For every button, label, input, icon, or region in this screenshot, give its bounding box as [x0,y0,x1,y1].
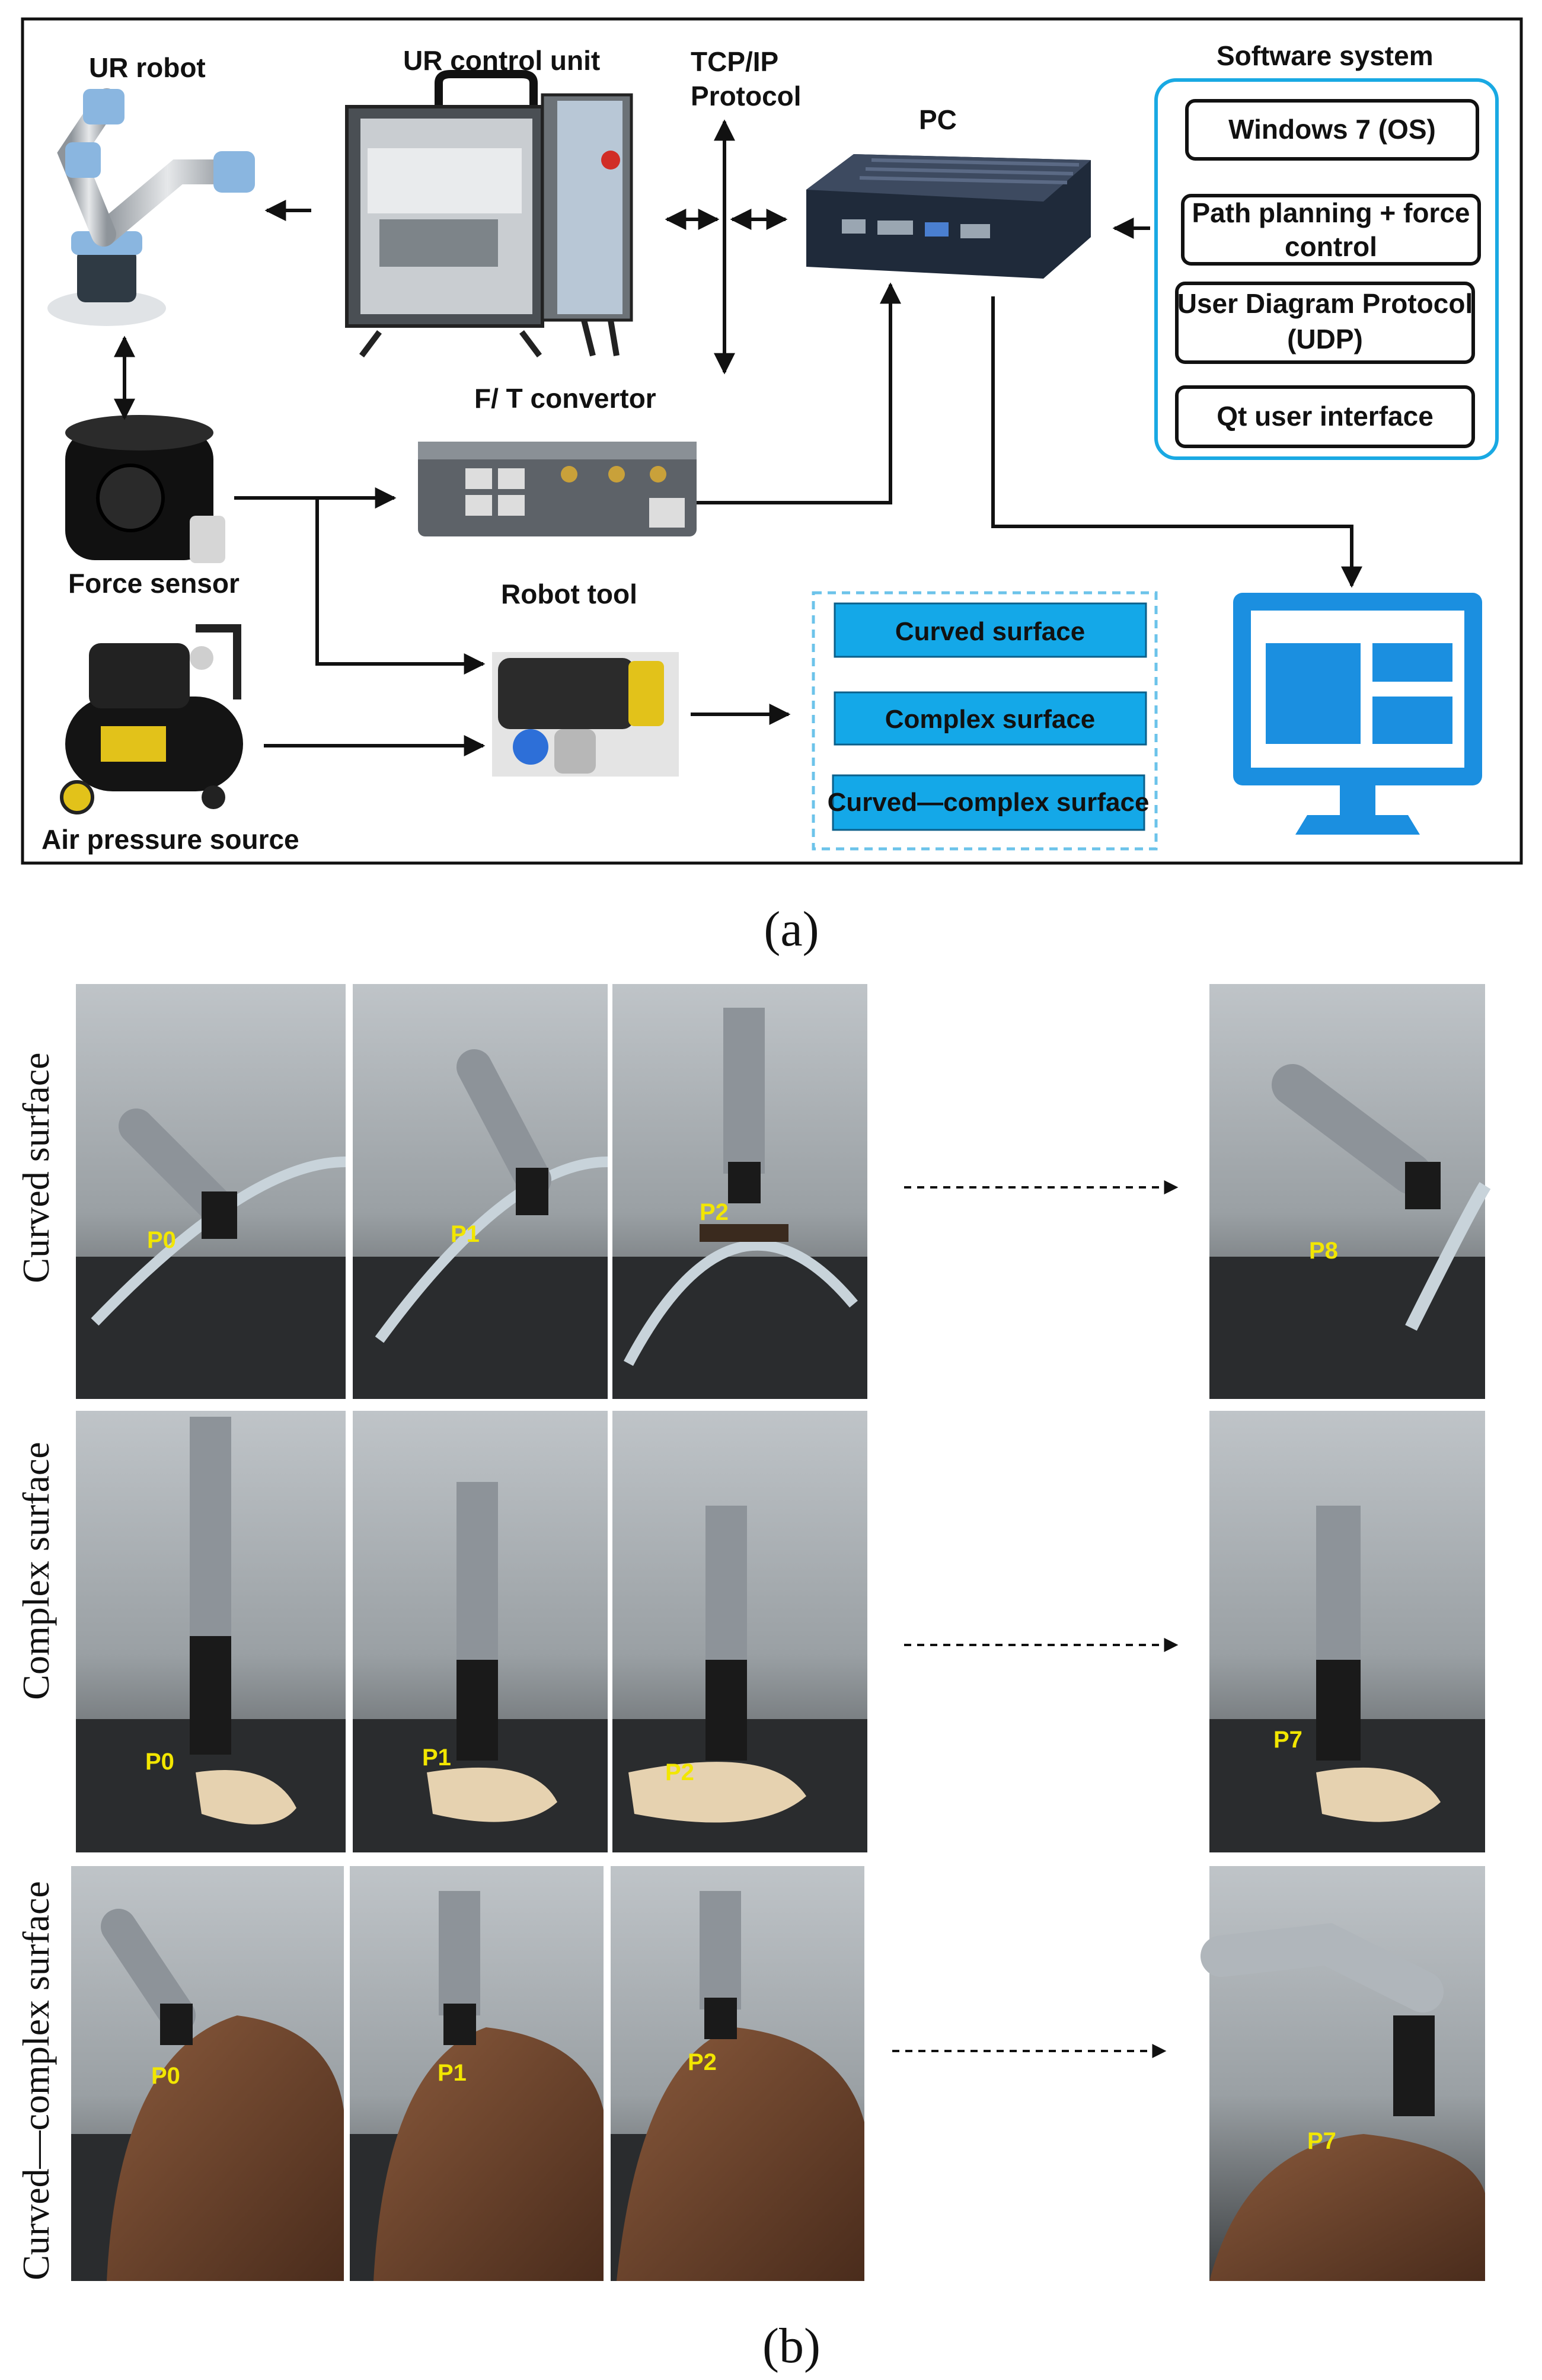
connectors [114,119,1362,756]
label-ur-robot: UR robot [89,52,206,83]
caption-b: (b) [762,2318,821,2373]
force-sensor-image [65,415,225,563]
box-path-text-1: Path planning + force [1192,197,1470,228]
plabel-cc-2: P1 [438,2060,467,2086]
box-windows-text: Windows 7 (OS) [1228,114,1436,145]
surface-complex: Complex surface [834,691,1147,746]
plabel-complex-4: P7 [1273,1727,1302,1753]
plabel-cc-3: P2 [688,2049,717,2075]
photo-complex-p1: P1 [353,1411,608,1852]
label-force-sensor: Force sensor [68,568,240,599]
label-air-pressure-source: Air pressure source [41,824,299,855]
box-qt-text: Qt user interface [1217,401,1434,432]
plabel-cc-1: P0 [151,2063,180,2089]
ur-control-unit-image [345,70,633,357]
monitor-icon [1233,593,1482,835]
plabel-curved-4: P8 [1309,1238,1338,1264]
ft-convertor-image [418,442,697,536]
row-label-curved: Curved surface [15,1052,57,1283]
photo-curved-p8: P8 [1209,984,1491,1399]
row-complex: P0 P1 P2 P7 [76,1411,1485,1852]
box-udp-text-1: User Diagram Protocol [1177,288,1473,319]
photo-curved-complex-p0: P0 [71,1866,344,2281]
ur-robot-image [47,88,255,326]
label-tcp-ip: TCP/IP [691,46,778,77]
photo-curved-complex-p1: P1 [350,1866,604,2281]
box-path-text-2: control [1285,231,1377,262]
photo-curved-p2: P2 [612,984,867,1399]
label-ft-convertor: F/ T convertor [474,383,656,414]
label-robot-tool: Robot tool [501,579,637,609]
plabel-curved-3: P2 [700,1199,729,1225]
photo-curved-p1: P1 [353,984,608,1399]
plabel-curved-2: P1 [451,1221,480,1247]
label-pc: PC [919,104,957,135]
software-system-group [1154,78,1499,460]
surface-curved-text: Curved surface [895,617,1085,646]
label-software-system: Software system [1217,40,1434,71]
pc-image [806,154,1091,279]
label-tcp-protocol: Protocol [691,81,802,111]
photo-complex-p2: P2 [612,1411,867,1852]
photo-curved-complex-p2: P2 [611,1866,864,2281]
row-label-complex: Complex surface [15,1442,57,1699]
photo-curved-p0: P0 [76,984,346,1399]
photo-curved-complex-p7: P7 [1201,1866,1485,2281]
surface-curved-complex-text: Curved—complex surface [828,788,1150,817]
surface-curved: Curved surface [834,602,1147,658]
label-ur-control-unit: UR control unit [403,45,600,76]
box-udp-text-2: (UDP) [1287,324,1363,354]
plabel-complex-2: P1 [422,1745,451,1771]
caption-a: (a) [764,902,819,957]
robot-tool-image [492,652,679,777]
air-pressure-source-image [60,624,243,814]
surfaces-group [812,591,1158,851]
photo-complex-p7: P7 [1209,1411,1485,1852]
box-windows: Windows 7 (OS) [1185,99,1479,161]
plabel-cc-4: P7 [1307,2128,1336,2154]
box-path-planning: Path planning + force control [1181,194,1481,266]
row-curved: P0 P1 P2 P8 [76,984,1491,1399]
surface-complex-text: Complex surface [885,705,1096,734]
photo-complex-p0: P0 [76,1411,346,1852]
plabel-complex-3: P2 [665,1759,694,1785]
plabel-curved-1: P0 [147,1227,176,1253]
box-qt: Qt user interface [1175,385,1475,448]
row-label-curved-complex: Curved—complex surface [15,1881,57,2280]
plabel-complex-1: P0 [145,1749,174,1775]
row-curved-complex: P0 P1 P2 P7 [71,1866,1485,2281]
surface-curved-complex: Curved—complex surface [828,774,1150,831]
box-udp: User Diagram Protocol (UDP) [1175,282,1475,364]
